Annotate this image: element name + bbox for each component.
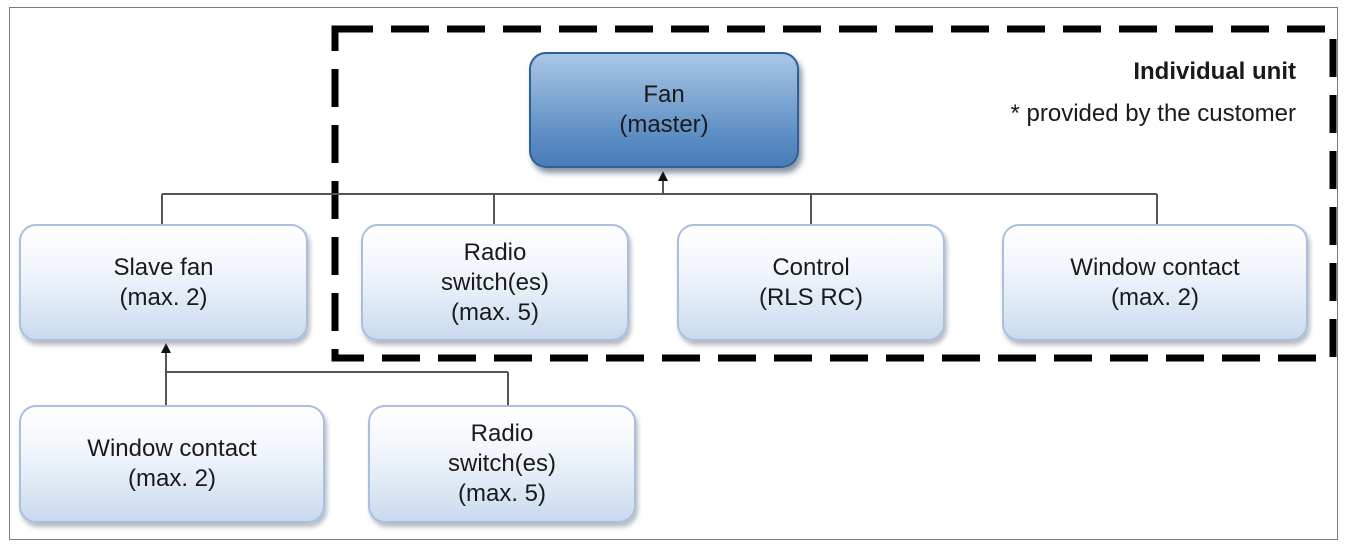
node-fan-master-line-1: Fan: [643, 81, 685, 108]
node-radio-switch-top-line-2: switch(es): [440, 268, 549, 296]
legend-title: Individual unit: [1133, 58, 1296, 85]
node-slave-fan-line-2: (max. 2): [119, 283, 208, 311]
node-window-contact-bottom-line-1: Window contact: [87, 435, 257, 462]
node-control-line-2: (RLS RC): [758, 283, 863, 311]
node-window-contact-top-line-1: Window contact: [1070, 253, 1240, 281]
node-control-line-1: Control: [772, 253, 850, 281]
node-radio-switch-top-line-3: (max. 5): [450, 298, 539, 326]
node-radio-switch-top: Radio switch(es) (max. 5): [361, 224, 629, 341]
node-slave-fan: Slave fan (max. 2): [19, 224, 308, 341]
node-window-contact-top-line-2: (max. 2): [1110, 283, 1199, 311]
legend-note: * provided by the customer: [1010, 100, 1296, 127]
node-radio-switch-top-line-1: Radio: [463, 238, 527, 266]
slave-connectors: [165, 371, 509, 405]
node-window-contact-bottom: Window contact (max. 2): [19, 405, 325, 523]
node-slave-fan-line-1: Slave fan: [113, 253, 214, 281]
node-control: Control (RLS RC): [677, 224, 945, 341]
node-radio-switch-bottom-line-3: (max. 5): [457, 480, 546, 507]
node-radio-switch-bottom-line-1: Radio: [470, 420, 534, 447]
node-radio-switch-bottom: Radio switch(es) (max. 5): [368, 405, 636, 523]
node-fan-master-line-2: (master): [619, 111, 709, 138]
node-radio-switch-bottom-line-2: switch(es): [447, 450, 556, 477]
master-connectors: [161, 193, 1158, 224]
node-window-contact-top: Window contact (max. 2): [1002, 224, 1308, 341]
node-fan-master: Fan (master): [529, 52, 799, 168]
node-window-contact-bottom-line-2: (max. 2): [127, 465, 216, 492]
diagram-frame: [9, 7, 1338, 540]
